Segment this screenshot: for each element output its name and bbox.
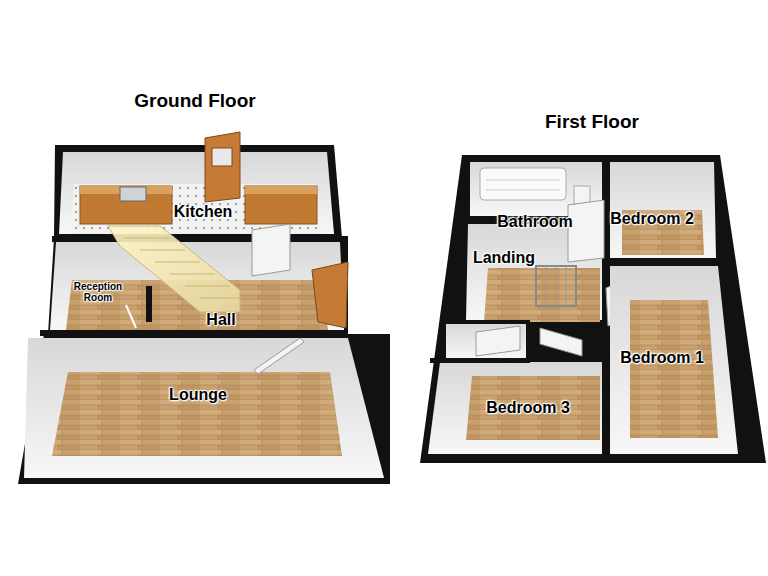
bathroom-room: Bathroom: [497, 213, 573, 231]
hall-and-reception: [50, 224, 348, 330]
bedroom-2-room: [610, 162, 716, 258]
staircase: [108, 226, 240, 312]
room-label: Landing: [473, 249, 535, 266]
reception-room: Reception Room: [62, 281, 134, 303]
landing-room: Landing: [473, 249, 535, 267]
room-label: Bedroom 1: [620, 349, 704, 366]
room-label: Kitchen: [174, 203, 233, 220]
first-floor-plan: First FloorBathroom Bedroom 2 LandingBedro…: [418, 111, 766, 463]
floor-heading: Ground Floor: [15, 90, 375, 112]
floor-heading: First Floor: [418, 111, 766, 133]
lounge-room: [24, 330, 384, 478]
cupboard: [446, 320, 582, 360]
bedroom-1-room: [610, 266, 738, 454]
ground-floor-plan: Ground FloorKitchenReception RoomHallLou…: [15, 90, 375, 484]
hall-room: Hall: [206, 311, 235, 329]
room-label: Bedroom 3: [486, 399, 570, 416]
room-label: Lounge: [169, 386, 227, 403]
first-floor-partitions: [430, 156, 721, 462]
room-label: Bathroom: [497, 213, 573, 230]
room-label: Reception Room: [62, 281, 134, 303]
bedroom-3-room: [428, 362, 602, 454]
bedroom-room: Bedroom 3: [486, 399, 570, 417]
lounge-room: Lounge: [169, 386, 227, 404]
bedroom-room: Bedroom 1: [620, 349, 704, 367]
room-label: Hall: [206, 311, 235, 328]
first-floor-walls: [420, 155, 766, 463]
room-label: Bedroom 2: [610, 210, 694, 227]
bedroom-room: Bedroom 2: [610, 210, 694, 228]
kitchen-room: [59, 132, 334, 234]
kitchen-room: Kitchen: [174, 203, 233, 221]
ground-floor-walls: [18, 145, 390, 484]
